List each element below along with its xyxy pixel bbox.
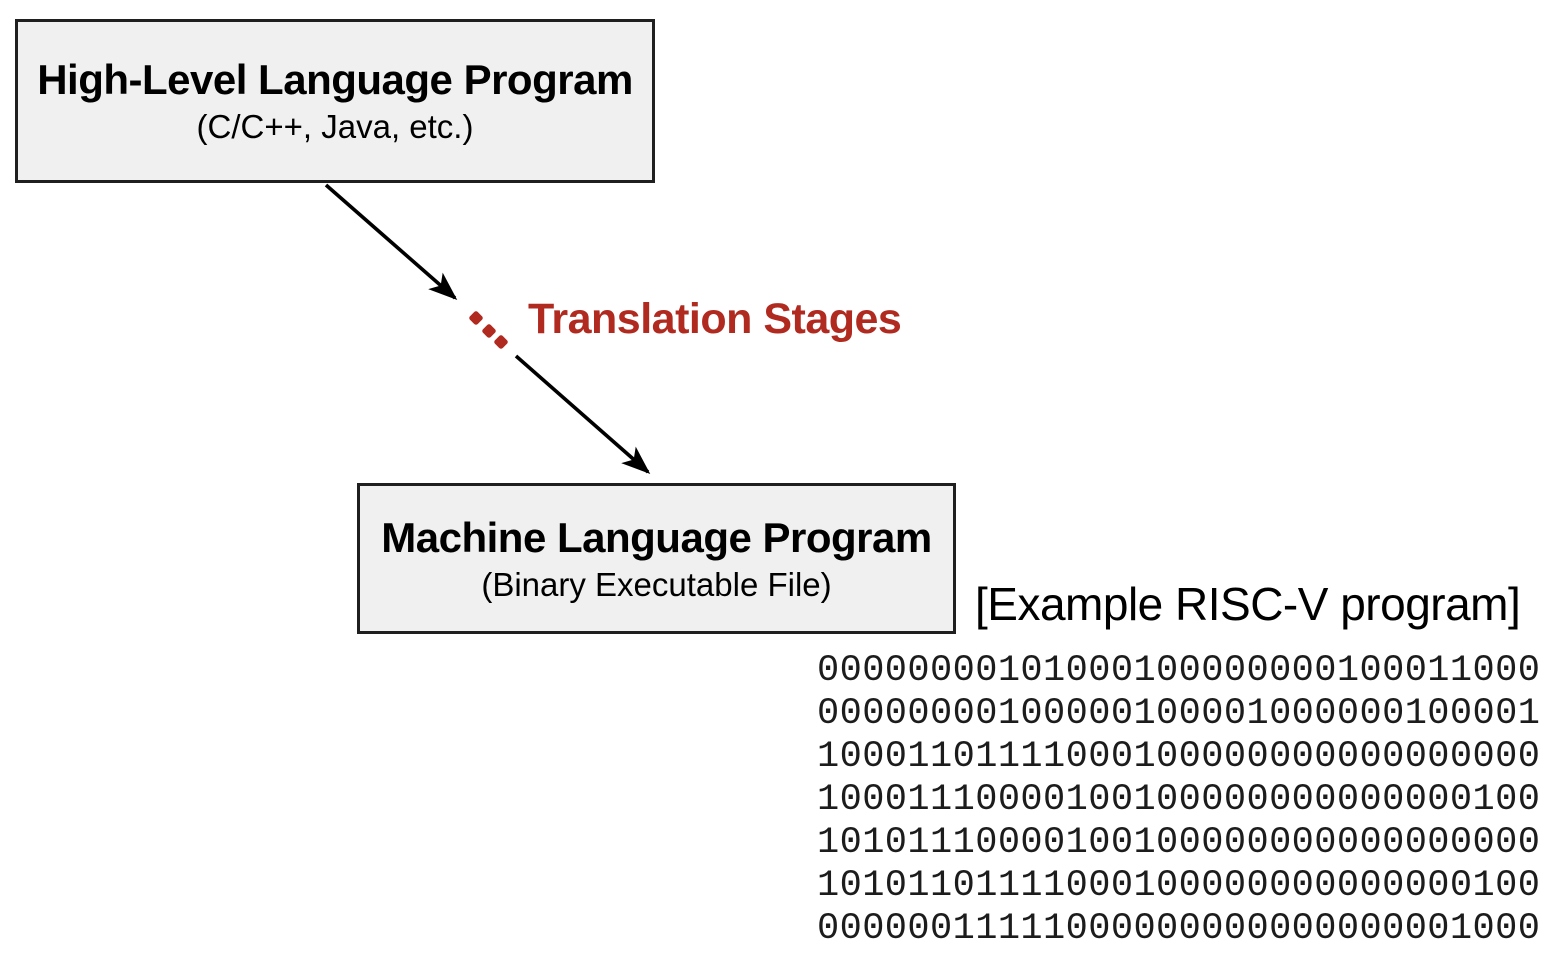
- binary-line: 10001101111000100000000000000000: [817, 736, 1541, 778]
- translation-stages-label: Translation Stages: [528, 295, 902, 343]
- binary-line: 00000011111000000000000000001000: [817, 908, 1541, 950]
- machine-box-subtitle: (Binary Executable File): [481, 565, 832, 603]
- example-riscv-caption: [Example RISC-V program]: [975, 578, 1521, 630]
- machine-language-box: Machine Language Program (Binary Executa…: [357, 483, 956, 634]
- high-level-box-subtitle: (C/C++, Java, etc.): [196, 108, 474, 146]
- arrow-translation-to-machine-icon: [514, 354, 651, 474]
- binary-line: 10001110000100100000000000000100: [817, 779, 1541, 821]
- binary-code-block: 00000000101000100000000100011000 0000000…: [817, 650, 1540, 951]
- machine-box-title: Machine Language Program: [381, 513, 932, 561]
- binary-line: 00000000101000100000000100011000: [817, 650, 1541, 692]
- translation-dots-icon: [469, 311, 508, 349]
- high-level-box-title: High-Level Language Program: [37, 56, 633, 104]
- binary-line: 00000000100000100001000000100001: [817, 693, 1541, 735]
- binary-line: 10101101111000100000000000000100: [817, 865, 1541, 907]
- high-level-language-box: High-Level Language Program (C/C++, Java…: [15, 19, 655, 183]
- binary-line: 10101110000100100000000000000000: [817, 822, 1541, 864]
- arrow-high-level-to-translation-icon: [324, 183, 458, 300]
